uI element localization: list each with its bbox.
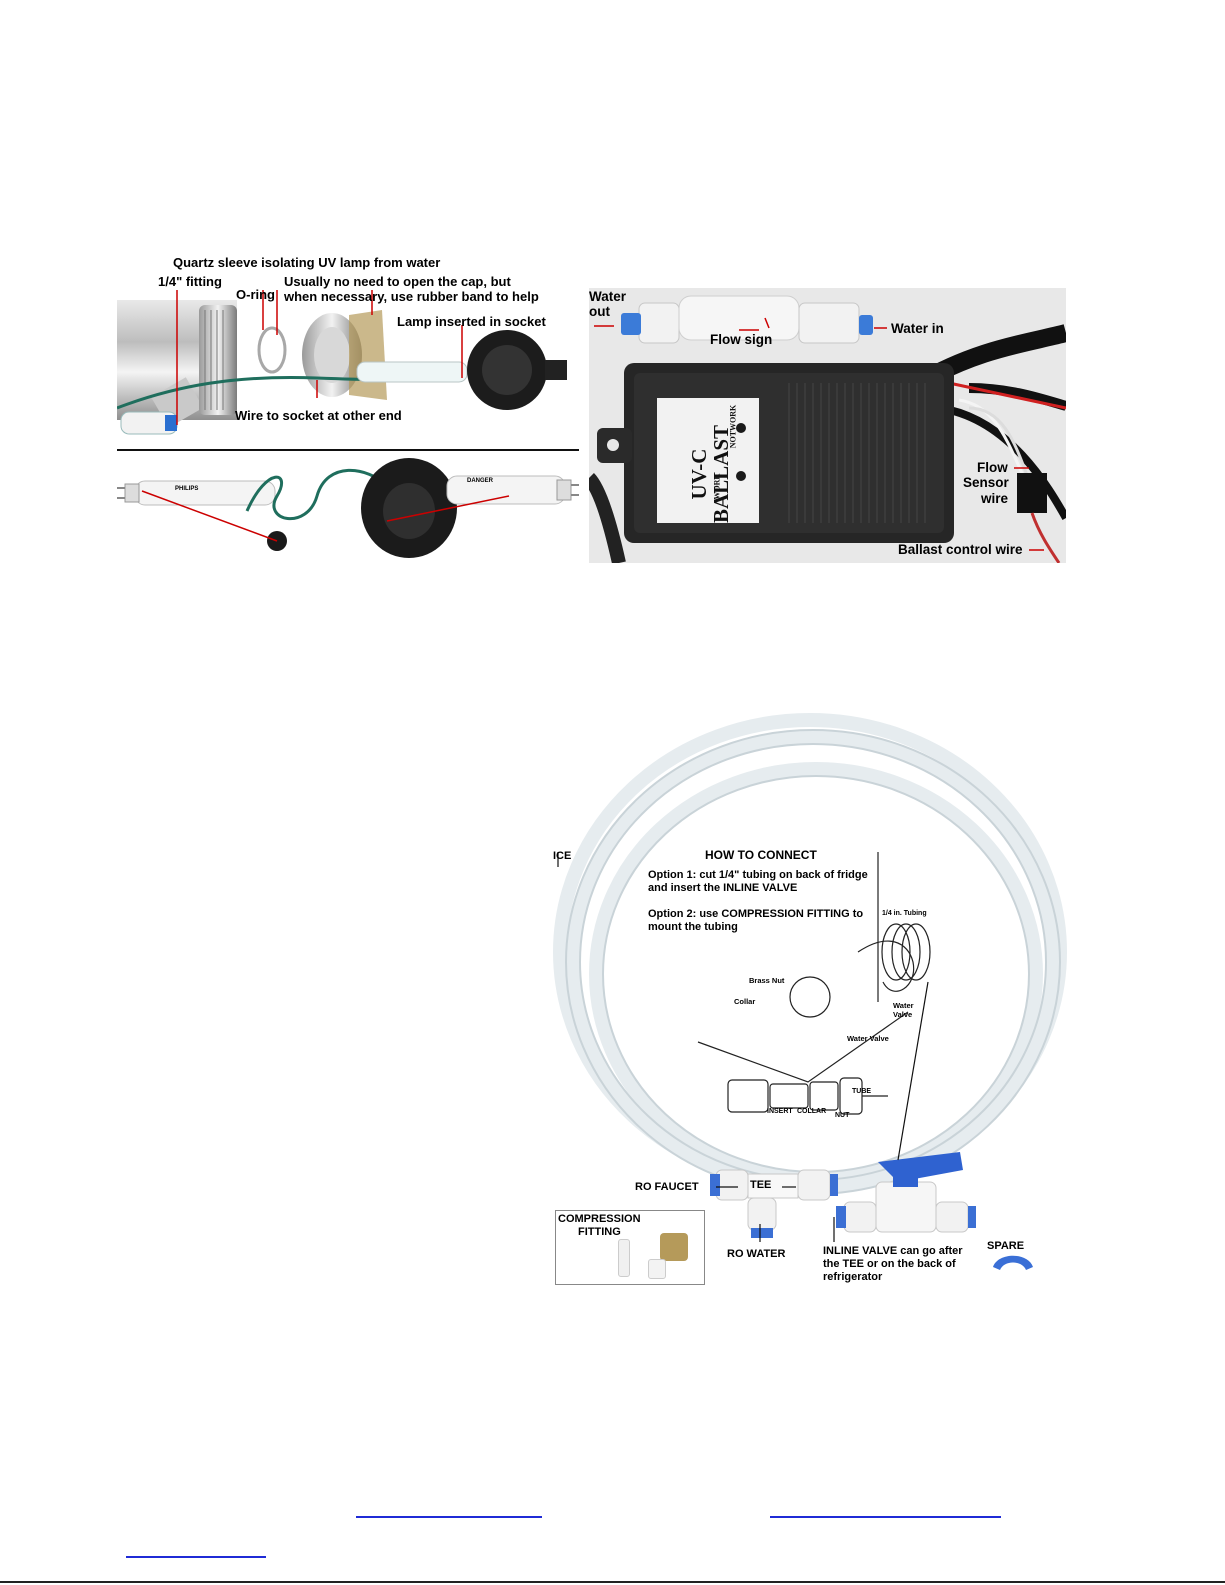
label-ro-faucet: RO FAUCET (635, 1181, 699, 1193)
label-flow-sensor-3: wire (981, 491, 1009, 506)
ballast-label-title: UV-C BALLAST (687, 413, 733, 535)
label-wire-socket: Wire to socket at other end (235, 408, 402, 423)
label-compression-2: FITTING (578, 1226, 621, 1238)
label-flow-sensor-1: Flow (977, 460, 1008, 475)
uv-lamp-and-socket-photo: PHILIPS DANGER (117, 456, 579, 561)
label-collar-2: COLLAR (797, 1108, 827, 1115)
compression-insert-shape (618, 1239, 630, 1277)
label-water-valve-3: Water Valve (847, 1034, 889, 1043)
uv-lamp-assembly-photo (117, 290, 579, 447)
ballast-label: UV-C BALLAST WORK NOTWORK (659, 400, 757, 523)
figure-divider (117, 449, 579, 451)
ballast-photo: UV-C BALLAST WORK NOTWORK (589, 288, 1066, 563)
label-fitting: 1/4" fitting (158, 274, 222, 289)
label-flow-sign: Flow sign (710, 332, 773, 347)
label-inline-valve-2: the TEE or on the back of (823, 1258, 956, 1270)
label-compression-1: COMPRESSION (558, 1213, 641, 1225)
label-flow-sensor-2: Sensor (963, 475, 1009, 490)
compression-fitting-box (555, 1210, 705, 1285)
label-water-in: Water in (891, 321, 944, 336)
label-lamp-socket: Lamp inserted in socket (397, 314, 546, 329)
label-ro-water: RO WATER (727, 1248, 786, 1260)
label-ballast-control: Ballast control wire (898, 542, 1023, 557)
label-inline-valve-1: INLINE VALVE can go after (823, 1245, 963, 1257)
lamp-tube-illustration (117, 458, 579, 558)
label-water-valve-1: Water (893, 1001, 914, 1010)
label-tube: TUBE (852, 1088, 872, 1095)
label-option1-line1: Option 1: cut 1/4" tubing on back of fri… (648, 869, 868, 881)
footer-link-3[interactable] (126, 1556, 266, 1558)
lamp-brand-print: PHILIPS (175, 486, 199, 492)
compression-collar-shape (648, 1259, 666, 1279)
footer-link-2[interactable] (770, 1516, 1001, 1518)
page-bottom-rule (0, 1581, 1225, 1583)
ballast-notwork-text: NOTWORK (728, 404, 738, 449)
label-brass-nut: Brass Nut (749, 976, 785, 985)
label-collar: Collar (734, 997, 756, 1006)
ballast-work-text: WORK (712, 473, 722, 500)
uv-lamp-exploded-illustration (117, 290, 567, 435)
label-inline-valve-3: refrigerator (823, 1271, 883, 1283)
label-o-ring: O-ring (236, 287, 275, 302)
label-water-valve-2: Valve (893, 1010, 913, 1019)
label-cap-note-2: when necessary, use rubber band to help (284, 289, 539, 304)
lamp-warning-print: DANGER (467, 478, 494, 484)
compression-nut-shape (660, 1233, 688, 1261)
label-option1-line2: and insert the INLINE VALVE (648, 882, 798, 894)
label-option2-line2: mount the tubing (648, 921, 738, 933)
label-cap-note-1: Usually no need to open the cap, but (284, 274, 511, 289)
tubing-kit-photo (548, 712, 1070, 1287)
label-ice: ICE (553, 850, 572, 862)
label-insert: INSERT (767, 1108, 793, 1115)
label-tubing: 1/4 in. Tubing (882, 910, 927, 917)
label-quartz-sleeve: Quartz sleeve isolating UV lamp from wat… (173, 255, 441, 270)
footer-link-1[interactable] (356, 1516, 542, 1518)
label-water-out-1: Water (589, 289, 627, 304)
ballast-uvc: UV-C (687, 448, 711, 500)
tubing-coil-illustration (553, 713, 1067, 1270)
label-how-to-connect: HOW TO CONNECT (705, 848, 817, 862)
label-nut: NUT (835, 1112, 850, 1119)
label-spare: SPARE (987, 1240, 1025, 1252)
ballast-illustration (589, 295, 1066, 563)
label-tee: TEE (750, 1179, 772, 1191)
label-water-out-2: out (589, 304, 610, 319)
label-option2-line1: Option 2: use COMPRESSION FITTING to (648, 908, 864, 920)
